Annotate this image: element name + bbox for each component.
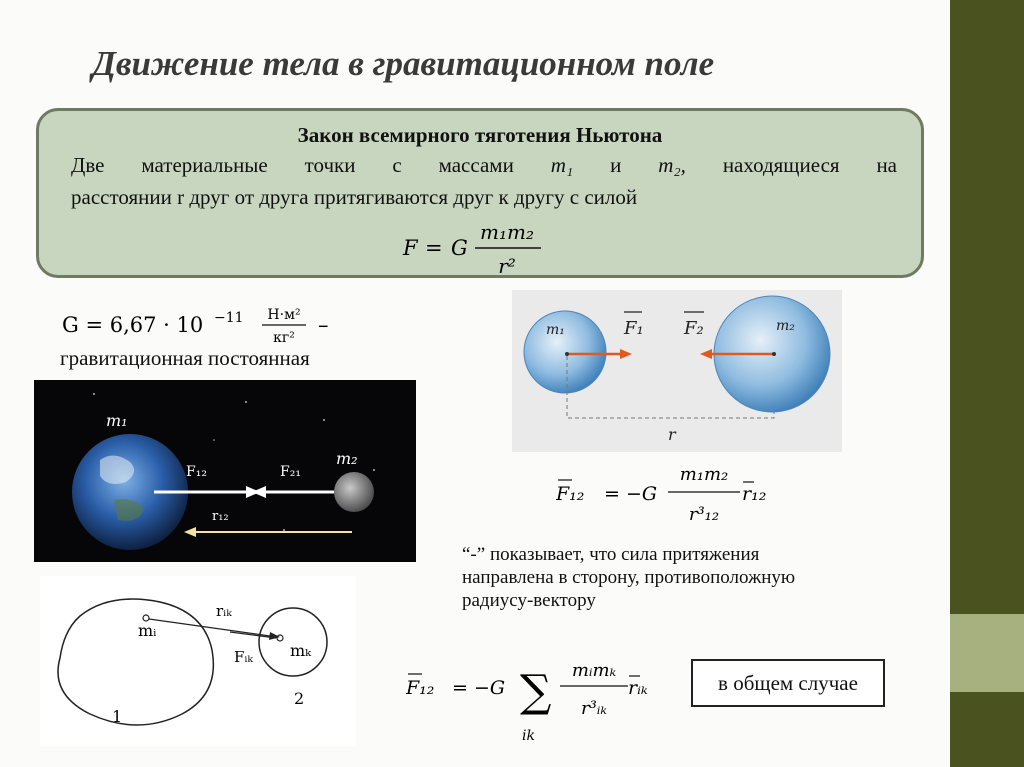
word: массами [438,153,514,177]
sigma-symbol: ∑ [520,666,551,717]
formula-eq: = [425,236,443,260]
force-arrow-f21-head [252,486,266,498]
f12-num: m₁m₂ [680,464,729,485]
word: находящиеся [722,153,840,177]
word-m2: m₂, [658,153,686,177]
word: материальные [141,153,268,177]
unit-numerator: Н·м² [267,307,300,323]
moon-mass-label: m₂ [336,449,358,468]
word: Две [71,153,105,177]
side-accent-block [950,614,1024,692]
fik-label: Fᵢₖ [234,648,253,666]
unit-denominator: кг² [273,330,295,346]
formula-coef: G [451,236,468,260]
center-1 [565,352,569,356]
formula-lhs: F [402,236,419,260]
sum-den: r³ᵢₖ [581,698,607,719]
point-i [142,614,150,622]
f12-den: r³₁₂ [689,504,719,525]
earth-mass-label: m₁ [106,411,128,430]
earth-clouds [100,455,135,484]
radius-arrow-head [184,527,196,537]
summed-force-formula: F₁₂ = −G ∑ ik mᵢmₖ r³ᵢₖ rᵢₖ [406,660,648,744]
sum-vector: rᵢₖ [628,677,648,699]
small-sphere [523,310,607,394]
mass-k-label: mₖ [290,641,312,660]
sum-lhs: F₁₂ [406,677,434,699]
note-line: радиусу-вектору [462,590,596,611]
body-1-number: 1 [112,707,122,726]
slide-title: Движение тела в гравитационном поле [92,44,715,83]
stars [93,393,375,531]
earth-moon-image: m₁ m₂ F₁₂ F₂₁ r₁₂ [34,380,416,562]
sum-num: mᵢmₖ [572,660,617,681]
body-2-number: 2 [294,689,304,708]
bodies-sketch-image: mᵢ mₖ rᵢₖ Fᵢₖ 1 2 [40,576,356,746]
word: с [392,153,402,177]
word: на [876,153,897,177]
point-k [276,634,284,642]
law-text-line2: расстоянии r друг от друга притягиваются… [71,185,638,209]
constant-exponent: −11 [214,310,244,326]
newton-formula: F = G m₁m₂ r² [402,220,541,277]
spheres-image: m₁ m₂ F₁ F₂ r [512,290,842,452]
r12-label: r₁₂ [212,509,229,524]
f12-lhs: F₁₂ [556,483,584,505]
mass-i-label: mᵢ [138,621,156,640]
gravitational-constant: G = 6,67 · 10 −11 Н·м² кг² – [62,307,329,346]
general-case-box: в общем случае [691,659,885,707]
force-ik-arrow [229,631,277,639]
f21-label: F₂₁ [280,464,301,480]
note-line: направлена в сторону, противоположную [462,567,796,588]
distance-dash [566,356,775,419]
word: и [610,153,622,177]
sign-note: “-” показывает, что сила притяжения напр… [462,543,795,612]
constant-dash: – [318,313,329,337]
spheres-svg: m₁ m₂ F₁ F₂ r [523,295,831,444]
force-f2-head [700,349,712,359]
earth-moon-svg: m₁ m₂ F₁₂ F₂₁ r₁₂ [72,393,375,550]
formula-num: m₁m₂ [480,220,534,244]
body-2-outline [258,607,328,677]
law-text-line1: Две материальные точки с массами m₁ и m₂… [71,153,897,178]
rik-label: rᵢₖ [216,602,232,620]
law-heading: Закон всемирного тяготения Ньютона [297,123,663,147]
force-f1-head [620,349,632,359]
f12-vector: r₁₂ [742,483,766,505]
sphere1-mass: m₁ [546,322,565,338]
moon-sphere [334,472,374,512]
f2-label: F₂ [683,318,704,339]
f1-label: F₁ [623,318,644,339]
note-line: “-” показывает, что сила притяжения [462,544,760,565]
formula-den: r² [498,254,516,277]
f12-label: F₁₂ [186,464,207,480]
sigma-subscript: ik [522,728,535,744]
distance-label: r [668,425,677,444]
word: точки [304,153,356,177]
sphere2-mass: m₂ [776,318,795,334]
earth-land [114,499,144,521]
law-box: Закон всемирного тяготения Ньютона Две м… [36,108,924,278]
center-2 [772,352,776,356]
sum-rhs-prefix: = −G [452,677,505,699]
word-m1: m₁ [550,153,574,177]
body-1-outline [57,598,215,726]
constant-text: G = 6,67 · 10 [62,313,203,337]
f12-rhs-prefix: = −G [604,483,657,505]
constant-label: гравитационная постоянная [60,346,310,370]
bodies-sketch-svg: mᵢ mₖ rᵢₖ Fᵢₖ 1 2 [57,598,328,726]
radius-vector-ik [148,618,271,637]
force-vector-formula: F₁₂ = −G m₁m₂ r³₁₂ r₁₂ [556,464,766,525]
